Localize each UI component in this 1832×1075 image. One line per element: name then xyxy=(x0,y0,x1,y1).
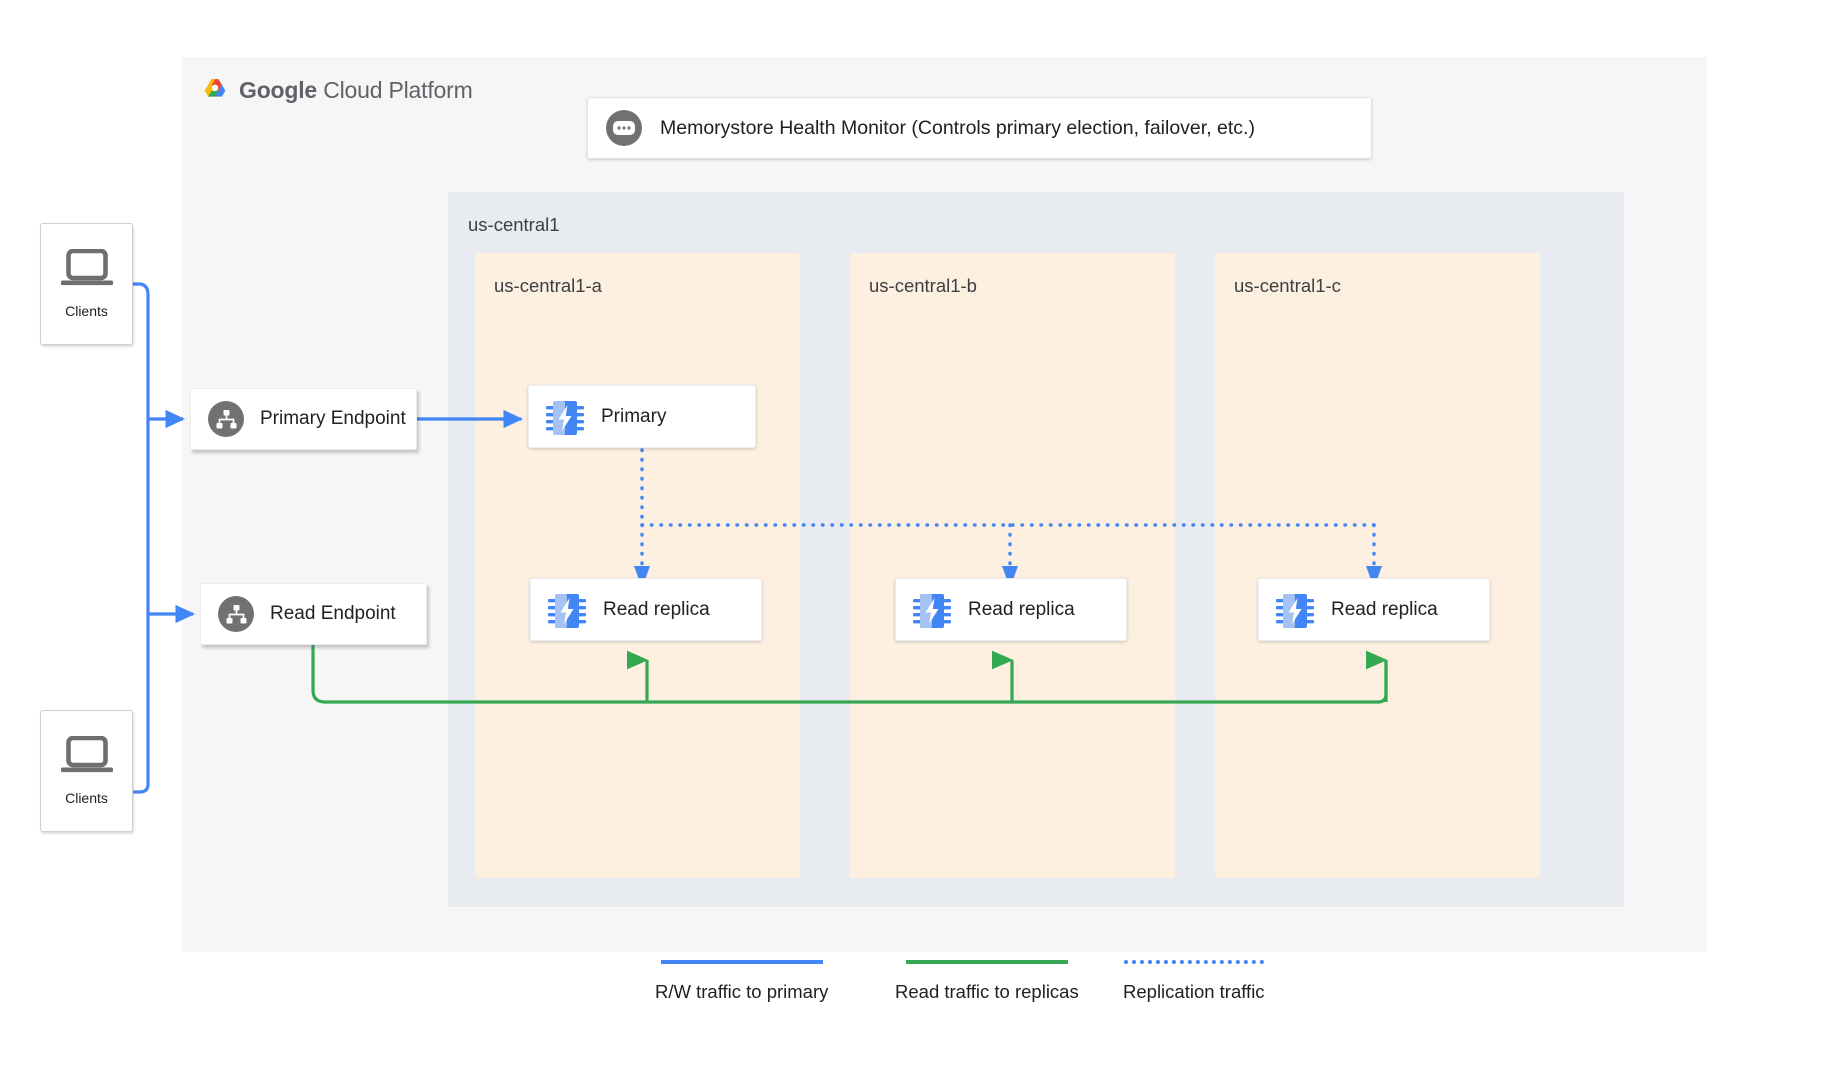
read-endpoint-card[interactable]: Read Endpoint xyxy=(200,583,427,645)
read-replica-label-zone-c: Read replica xyxy=(1331,598,1438,620)
legend-item-replication-traffic: Replication traffic xyxy=(1123,960,1265,1003)
client-box-bottom[interactable]: Clients xyxy=(40,710,133,832)
read-replica-card-zone-a[interactable]: Read replica xyxy=(530,578,762,641)
gcp-logo: Google Cloud Platform xyxy=(200,75,473,105)
memorystore-chip-icon xyxy=(1276,593,1314,628)
zone-panel-us-central1-a: us-central1-a xyxy=(475,253,800,878)
legend: R/W traffic to primary Read traffic to r… xyxy=(655,960,1295,1020)
memorystore-chip-icon xyxy=(546,400,584,435)
legend-swatch-read xyxy=(905,960,1068,964)
read-replica-label-zone-b: Read replica xyxy=(968,598,1075,620)
memorystore-chip-icon xyxy=(913,593,951,628)
client-label-top: Clients xyxy=(65,303,108,319)
health-monitor-card[interactable]: Memorystore Health Monitor (Controls pri… xyxy=(587,97,1372,159)
gcp-logo-text: Google Cloud Platform xyxy=(239,77,473,104)
zone-label-c: us-central1-c xyxy=(1234,275,1341,296)
primary-instance-label: Primary xyxy=(601,405,667,427)
status-dots-icon xyxy=(606,110,642,146)
gcp-brand-bold: Google xyxy=(239,76,318,103)
zone-label-a: us-central1-a xyxy=(494,275,602,296)
gcp-brand-light: Cloud Platform xyxy=(317,76,473,103)
legend-label-replication: Replication traffic xyxy=(1123,981,1265,1002)
health-monitor-label: Memorystore Health Monitor (Controls pri… xyxy=(660,116,1255,139)
legend-swatch-replication xyxy=(1123,960,1264,964)
zone-panel-us-central1-c: us-central1-c xyxy=(1215,253,1540,878)
read-replica-card-zone-b[interactable]: Read replica xyxy=(895,578,1127,641)
legend-label-read: Read traffic to replicas xyxy=(895,981,1079,1002)
google-cloud-platform-logo-icon xyxy=(204,79,226,97)
read-endpoint-label: Read Endpoint xyxy=(270,603,396,624)
zone-label-b: us-central1-b xyxy=(869,275,977,296)
legend-label-rw: R/W traffic to primary xyxy=(655,981,829,1002)
network-hierarchy-icon xyxy=(218,596,254,632)
client-box-top[interactable]: Clients xyxy=(40,223,133,345)
read-replica-label-zone-a: Read replica xyxy=(603,598,710,620)
primary-instance-card[interactable]: Primary xyxy=(528,385,756,448)
primary-endpoint-card[interactable]: Primary Endpoint xyxy=(190,388,417,450)
region-label: us-central1 xyxy=(468,214,560,235)
legend-item-rw-traffic: R/W traffic to primary xyxy=(655,960,828,1003)
laptop-icon xyxy=(60,736,113,773)
client-label-bottom: Clients xyxy=(65,790,108,806)
laptop-icon xyxy=(60,249,113,286)
read-replica-card-zone-c[interactable]: Read replica xyxy=(1258,578,1490,641)
network-hierarchy-icon xyxy=(208,401,244,437)
memorystore-chip-icon xyxy=(548,593,586,628)
legend-item-read-traffic: Read traffic to replicas xyxy=(895,960,1079,1003)
zone-panel-us-central1-b: us-central1-b xyxy=(850,253,1175,878)
primary-endpoint-label: Primary Endpoint xyxy=(260,408,406,429)
legend-swatch-rw xyxy=(660,960,823,964)
